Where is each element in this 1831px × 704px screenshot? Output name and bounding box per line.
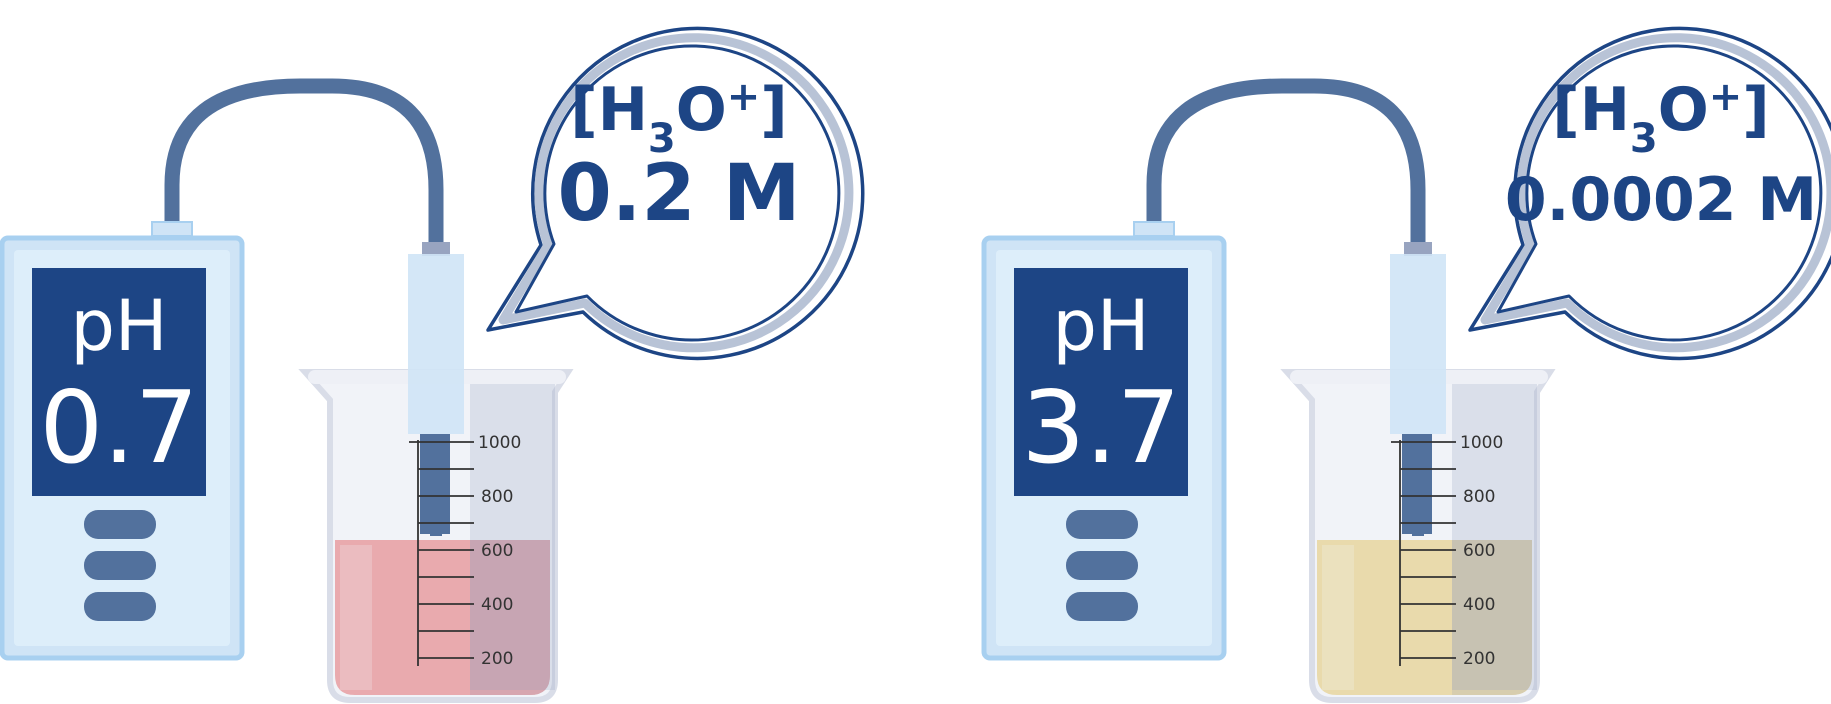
graduation-label: 1000 <box>1460 433 1503 453</box>
meter-button-3[interactable] <box>84 592 156 621</box>
graduation-label: 600 <box>1463 541 1495 561</box>
meter-screen <box>32 268 206 496</box>
graduation-label: 600 <box>481 541 513 561</box>
meter-value: 3.7 <box>1021 369 1180 486</box>
meter-button-2[interactable] <box>1066 551 1138 580</box>
graduation-label: 400 <box>481 595 513 615</box>
panel-2: pH 3.7 <box>981 26 1831 703</box>
panel-1: pH 0.7 <box>0 26 865 703</box>
graduation-label: 1000 <box>478 433 521 453</box>
graduation-label: 800 <box>1463 487 1495 507</box>
graduation-label: 400 <box>1463 595 1495 615</box>
concentration-value: 0.2 M <box>558 149 801 239</box>
meter-button-1[interactable] <box>84 510 156 539</box>
graduation-label: 200 <box>1463 649 1495 669</box>
speech-bubble-icon: [H3O+] 0.2 M <box>486 26 865 361</box>
graduation-label: 200 <box>481 649 513 669</box>
ph-meter-icon: pH 0.7 <box>0 235 245 661</box>
probe-cable <box>164 78 444 253</box>
meter-screen <box>1014 268 1188 496</box>
meter-label: pH <box>70 285 167 367</box>
probe-icon <box>408 242 464 536</box>
graduation-label: 800 <box>481 487 513 507</box>
meter-button-1[interactable] <box>1066 510 1138 539</box>
ion-species-label: [H3O+] <box>570 74 787 162</box>
ion-species-label: [H3O+] <box>1552 74 1769 162</box>
probe-icon <box>1390 242 1446 536</box>
meter-button-2[interactable] <box>84 551 156 580</box>
meter-button-3[interactable] <box>1066 592 1138 621</box>
meter-value: 0.7 <box>39 369 198 486</box>
meter-label: pH <box>1052 285 1149 367</box>
graduation-scale <box>409 440 474 666</box>
graduation-scale <box>1391 440 1456 666</box>
probe-cable <box>1146 78 1426 253</box>
speech-bubble-icon: [H3O+] 0.0002 M <box>1468 26 1831 361</box>
ph-meter-icon: pH 3.7 <box>981 235 1227 661</box>
concentration-value: 0.0002 M <box>1505 165 1817 235</box>
